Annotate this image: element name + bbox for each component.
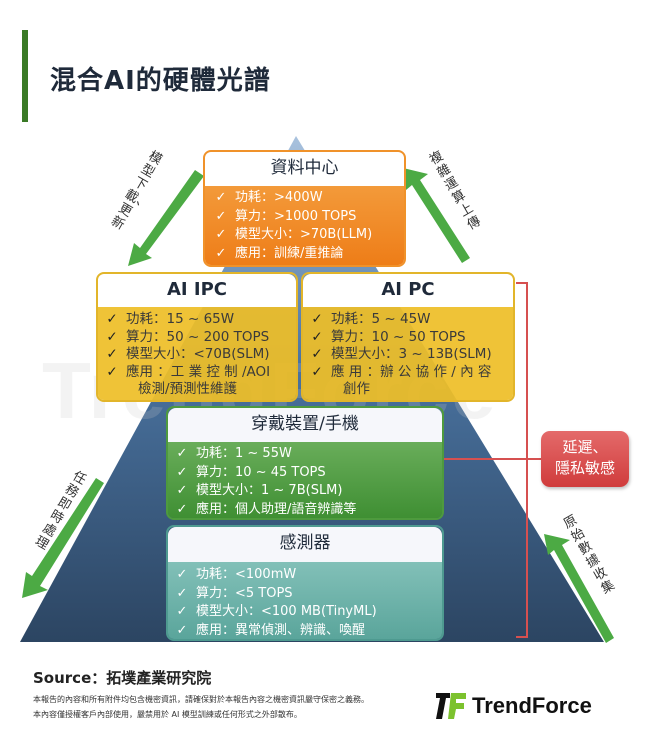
check-icon: ✓ — [176, 622, 188, 638]
tier-sensor: 感測器 ✓功耗：<100mW ✓算力：<5 TOPS ✓模型大小：<100 MB… — [166, 525, 444, 641]
tier-ai-pc: AI PC ✓功耗：5 ~ 45W ✓算力：10 ~ 50 TOPS ✓模型大小… — [301, 272, 515, 402]
tier-ai-ipc: AI IPC ✓功耗：15 ~ 65W ✓算力：50 ~ 200 TOPS ✓模… — [96, 272, 298, 402]
check-icon: ✓ — [176, 446, 188, 461]
tier-title: 感測器 — [168, 527, 442, 562]
arrow-up-right-top — [403, 168, 470, 263]
check-icon: ✓ — [176, 604, 188, 619]
arrow-down-left-top — [128, 170, 204, 266]
tier-wearable-phone: 穿戴裝置/手機 ✓功耗：1 ~ 55W ✓算力：10 ~ 45 TOPS ✓模型… — [166, 406, 444, 520]
check-icon: ✓ — [176, 585, 188, 601]
arrow-up-right-bottom — [544, 534, 614, 643]
check-icon: ✓ — [106, 328, 118, 345]
check-icon: ✓ — [176, 567, 188, 582]
check-icon: ✓ — [106, 363, 118, 380]
page-title: 混合AI的硬體光譜 — [50, 66, 271, 96]
trendforce-logo-icon — [436, 693, 466, 719]
trendforce-logo: TrendForce — [436, 693, 592, 719]
disclaimer-line-2: 本內容僅授權客戶內部使用，嚴禁用於 AI 模型訓練或任何形式之外部散布。 — [33, 710, 302, 719]
check-icon: ✓ — [106, 346, 118, 362]
check-icon: ✓ — [176, 501, 188, 517]
arrow-group — [22, 168, 614, 643]
arrow-down-left-bottom — [22, 478, 104, 598]
check-icon: ✓ — [311, 328, 323, 345]
check-icon: ✓ — [106, 311, 118, 327]
check-icon: ✓ — [176, 483, 188, 498]
source-label: Source：拓墣產業研究院 — [33, 669, 212, 687]
check-icon: ✓ — [215, 208, 227, 224]
check-icon: ✓ — [215, 190, 227, 205]
tier-title: AI IPC — [98, 274, 296, 307]
latency-privacy-badge: 延遲、 隱私敏感 — [541, 431, 629, 487]
check-icon: ✓ — [311, 311, 323, 327]
check-icon: ✓ — [215, 245, 227, 261]
title-accent-bar — [22, 30, 28, 122]
tier-title: 穿戴裝置/手機 — [168, 408, 442, 442]
latency-bracket — [516, 282, 528, 638]
tier-title: AI PC — [303, 274, 513, 307]
check-icon: ✓ — [311, 363, 323, 380]
latency-bracket-connector — [444, 458, 542, 460]
check-icon: ✓ — [311, 346, 323, 362]
tier-title: 資料中心 — [205, 152, 404, 186]
check-icon: ✓ — [176, 464, 188, 480]
disclaimer-line-1: 本報告的內容和所有附件均包含機密資訊，請確保對於本報告內容之機密資訊嚴守保密之義… — [33, 695, 369, 704]
tier-data-center: 資料中心 ✓功耗：>400W ✓算力：>1000 TOPS ✓模型大小：>70B… — [203, 150, 406, 267]
check-icon: ✓ — [215, 227, 227, 242]
